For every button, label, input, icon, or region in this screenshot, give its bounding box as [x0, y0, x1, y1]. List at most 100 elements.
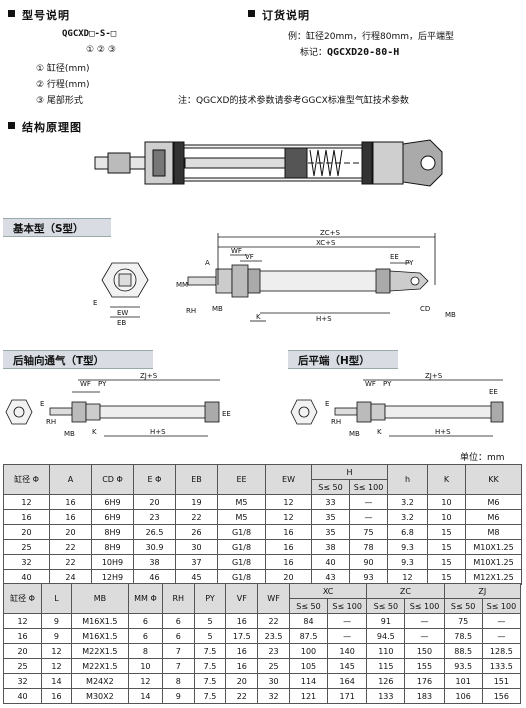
h-dim-mb: MB [349, 430, 360, 438]
table-cell: 3.2 [387, 494, 429, 510]
table-cell: 12 [2, 613, 43, 629]
table-cell: 33 [311, 494, 350, 510]
rear-axial-title: 后轴向通气（T型） [13, 355, 105, 367]
t-dim-ee: EE [222, 410, 231, 418]
table-cell: 14 [127, 688, 163, 704]
dim-hs: H+S [316, 315, 332, 323]
dim-k: K [256, 313, 261, 321]
rear-flat-title: 后平端（H型） [298, 355, 370, 367]
spec-table-1: 缸径 Φ A CD Φ E Φ EB EE EW H h K KK S≤ 50 … [3, 464, 523, 585]
table-cell: 6 [127, 628, 163, 644]
basic-title: 基本型（S型） [13, 223, 84, 235]
th: MM Φ [127, 583, 163, 614]
rear-axial-drawing: ZJ+S WF PY EE H+S K RH MB E [5, 372, 231, 438]
spec-table-2: 缸径 Φ L MB MM Φ RH PY VF WF XC ZC ZJ S≤ 5… [2, 583, 522, 704]
model-item-3: ③ 尾部形式 [36, 96, 83, 106]
dim-py: PY [405, 259, 414, 267]
th-sub: S≤ 50 [443, 598, 483, 614]
dim-zc: ZC+S [320, 229, 341, 237]
table-cell: 17.5 [225, 628, 259, 644]
table-cell: 35 [311, 509, 350, 525]
h-dim-py: PY [383, 380, 392, 388]
model-heading: 型号说明 [22, 9, 70, 22]
th: WF [257, 583, 290, 614]
table-cell: 9.3 [387, 539, 429, 555]
table-cell: 23 [133, 509, 176, 525]
th-sub: S≤ 50 [288, 598, 329, 614]
table-cell: 8 [161, 673, 195, 689]
note-text: 注：QGCXD的技术参数请参考GGCX标准型气缸技术参数 [178, 96, 409, 106]
th: K [427, 464, 467, 495]
table-cell: 15 [427, 524, 467, 540]
table-cell: 16 [3, 509, 50, 525]
order-marking: 标记：QGCXD20-80-H [300, 45, 399, 58]
th: KK [465, 464, 523, 495]
table-cell: — [348, 509, 389, 525]
table-cell: 133 [366, 688, 406, 704]
dim-mm: MM [176, 281, 188, 289]
table-cell: 9 [41, 613, 72, 629]
model-code: QGCXD□-S-□ [62, 29, 117, 39]
h-dim-wf: WF [365, 380, 376, 388]
table-cell: 16 [49, 509, 92, 525]
table-cell: 128.5 [481, 643, 522, 659]
table-cell: 151 [481, 673, 522, 689]
table-cell: 75 [348, 524, 389, 540]
table-cell: G1/8 [217, 554, 266, 570]
table-cell: M16X1.5 [70, 613, 129, 629]
dim-mb: MB [212, 305, 223, 313]
th: ZJ [443, 583, 522, 599]
table-cell: 16 [265, 539, 312, 555]
h-dim-ee: EE [489, 388, 498, 396]
table-cell: — [404, 613, 445, 629]
table-cell: 25 [3, 539, 50, 555]
table-cell: 12 [265, 509, 312, 525]
table-cell: 7.5 [193, 643, 227, 659]
table-cell: 5 [193, 613, 227, 629]
th: VF [225, 583, 259, 614]
table-cell: 32 [3, 554, 50, 570]
th: PY [193, 583, 227, 614]
t-dim-e: E [40, 400, 44, 408]
th-sub: S≤ 100 [481, 598, 522, 614]
th: E Φ [133, 464, 176, 495]
table-cell: 16 [225, 613, 259, 629]
table-cell: 145 [327, 658, 368, 674]
t-dim-mb: MB [64, 430, 75, 438]
dim-e: E [93, 299, 97, 307]
th: ZC [366, 583, 445, 599]
table-cell: 150 [404, 643, 445, 659]
table-cell: 7 [161, 643, 195, 659]
table-cell: 94.5 [366, 628, 406, 644]
dim-mb-rear: MB [445, 311, 456, 319]
table-cell: 22 [257, 613, 290, 629]
table-cell: M22X1.5 [70, 658, 129, 674]
th: H [310, 464, 389, 480]
table-cell: M10X1.25 [465, 554, 523, 570]
rear-axial-band: 后轴向通气（T型） [3, 350, 153, 369]
table-cell: 20 [49, 524, 92, 540]
th: L [41, 583, 72, 614]
table-cell: 12 [265, 494, 312, 510]
model-markers: ① ② ③ [86, 45, 116, 55]
table-cell: G1/8 [217, 524, 266, 540]
table-cell: 25 [257, 658, 290, 674]
table-cell: 3.2 [387, 509, 429, 525]
th: XC [288, 583, 368, 599]
table-cell: M8 [465, 524, 523, 540]
table-cell: 87.5 [288, 628, 329, 644]
table-cell: 110 [366, 643, 406, 659]
structure-heading: 结构原理图 [22, 121, 82, 134]
table-cell: M5 [217, 494, 266, 510]
table-cell: 6 [161, 628, 195, 644]
table-cell: G1/8 [217, 539, 266, 555]
section-marker [8, 10, 15, 17]
order-example: 例：缸径20mm，行程80mm，后平端型 [288, 32, 454, 42]
dim-eb: EB [117, 319, 126, 327]
dim-ee: EE [390, 253, 399, 261]
table-cell: 16 [41, 688, 72, 704]
